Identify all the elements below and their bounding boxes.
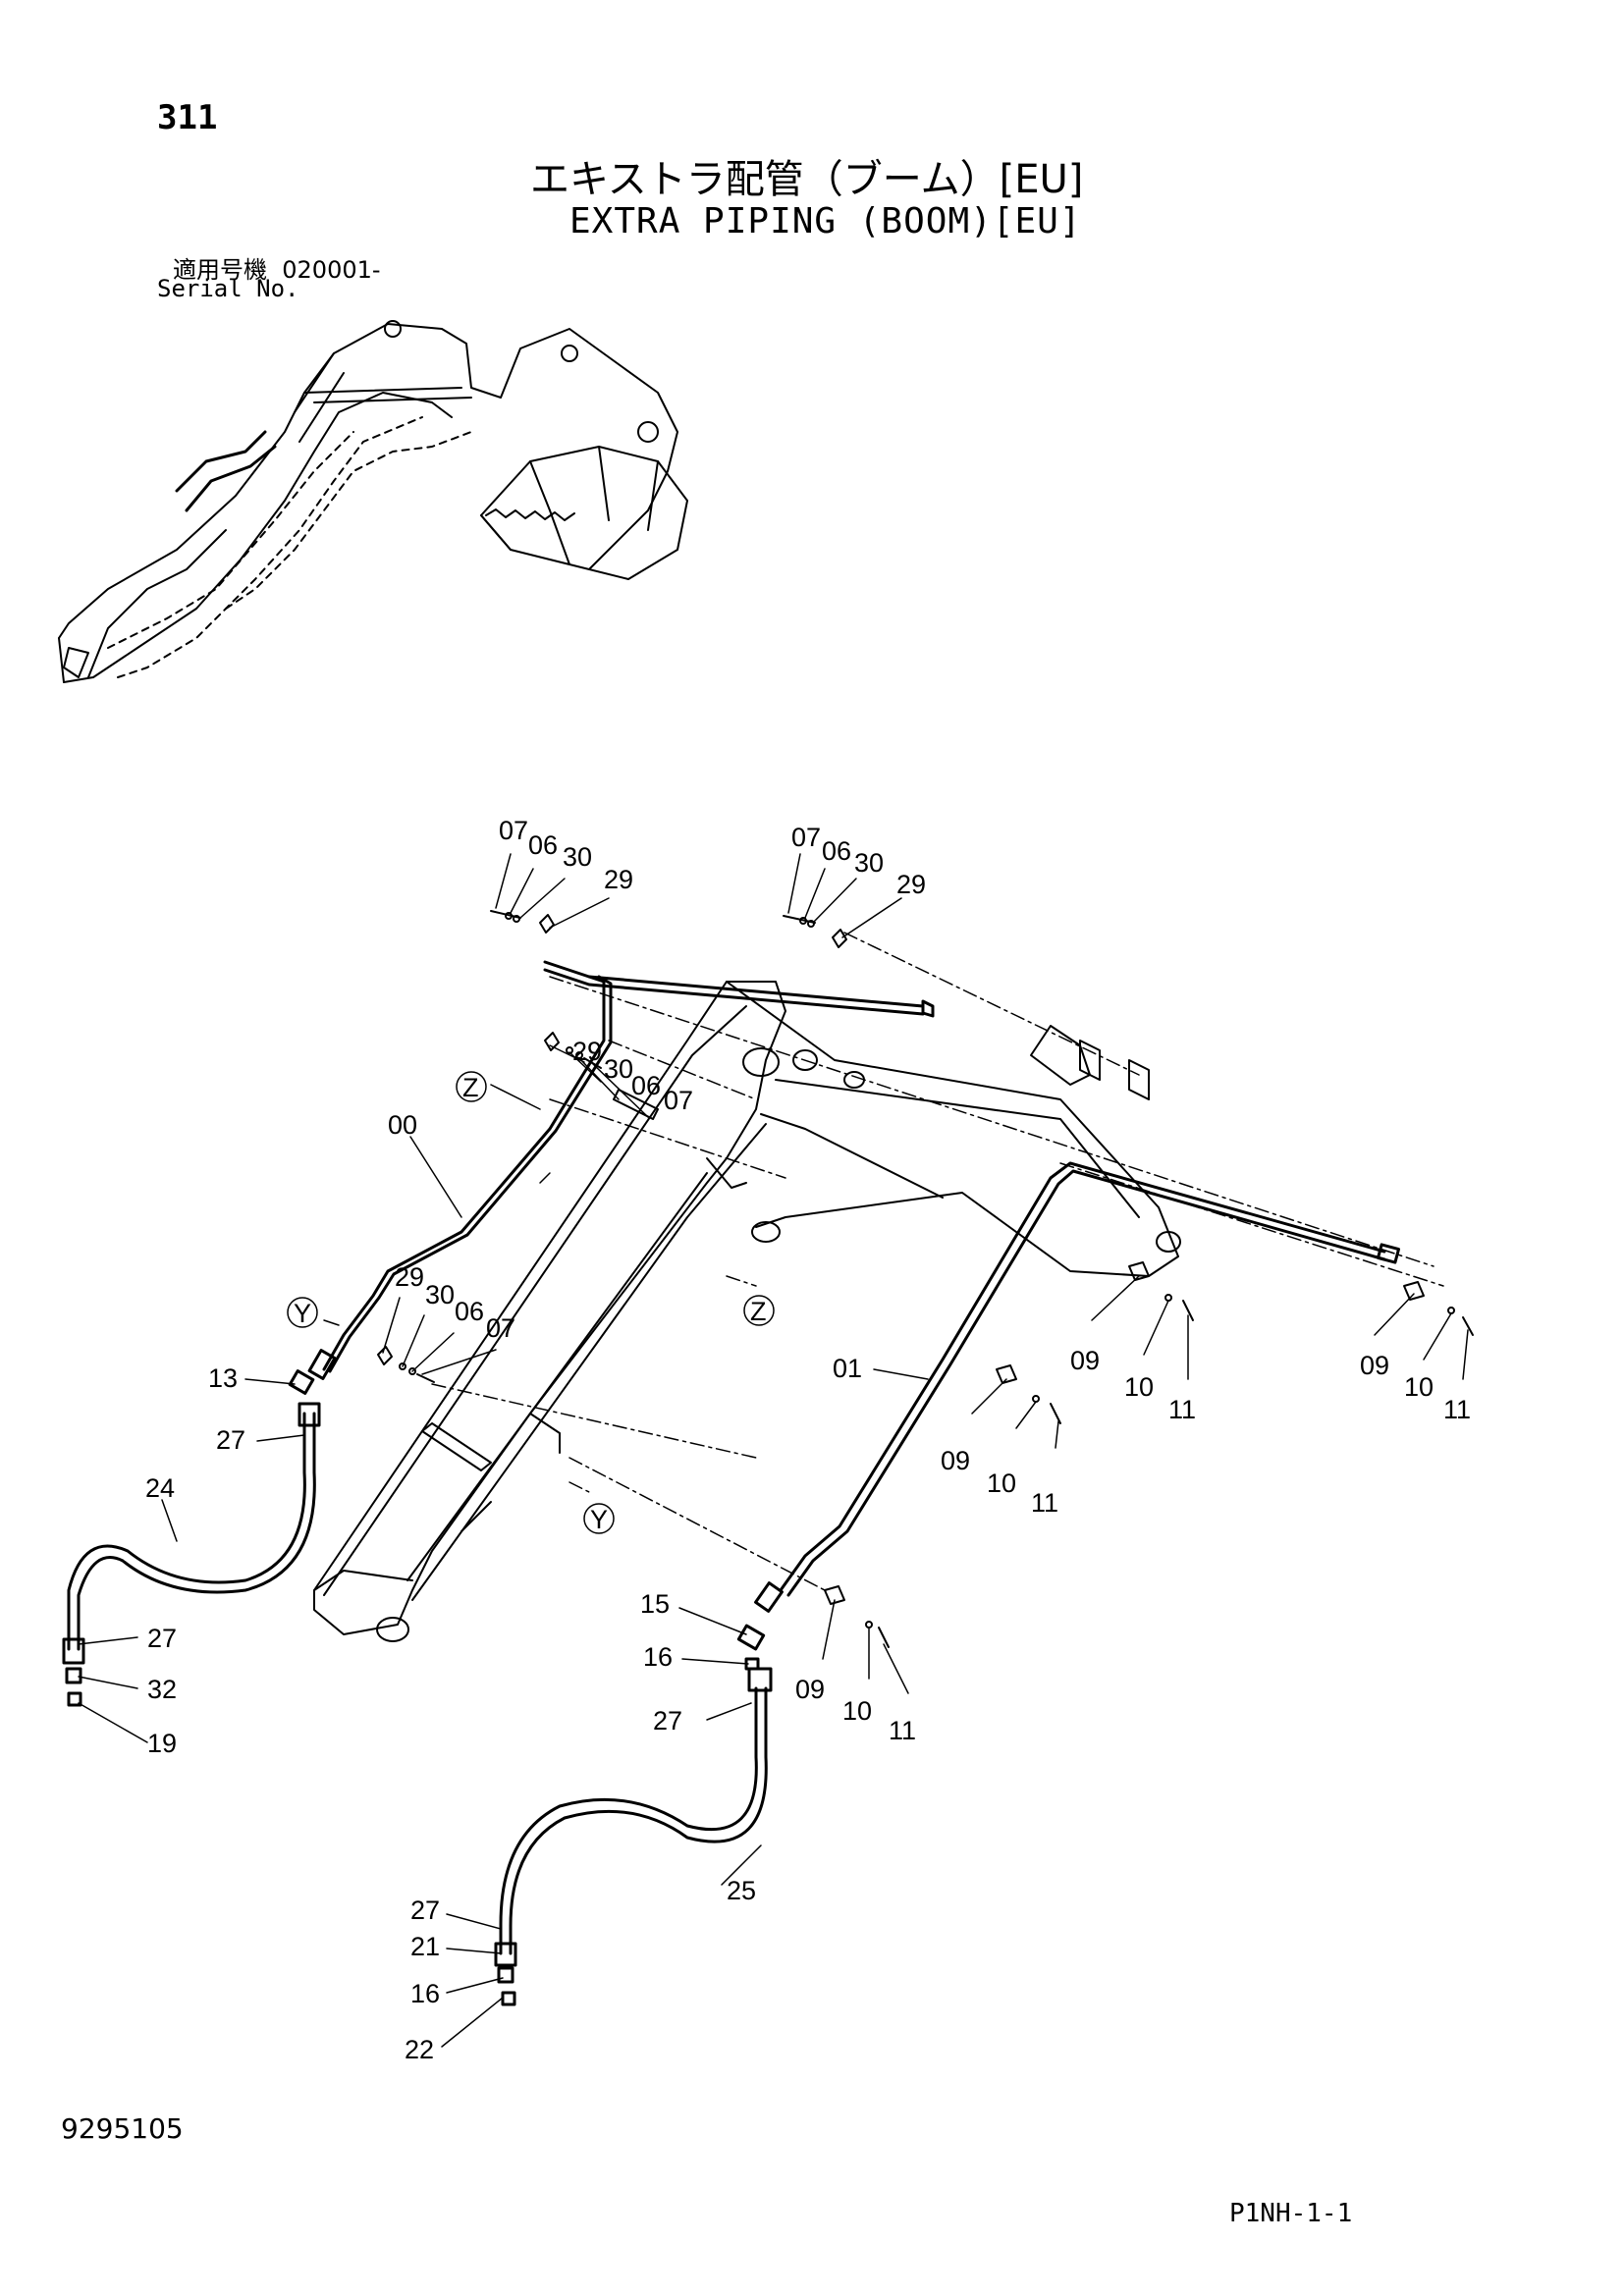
label-09-b: 09 bbox=[1360, 1351, 1389, 1380]
document-number: 9295105 bbox=[61, 2112, 184, 2145]
label-06-tr: 06 bbox=[822, 836, 851, 866]
label-06-tl: 06 bbox=[528, 830, 558, 860]
label-10-d: 10 bbox=[842, 1696, 872, 1726]
label-09-d: 09 bbox=[795, 1675, 825, 1704]
hoses bbox=[62, 1369, 773, 2006]
label-11-a: 11 bbox=[1168, 1395, 1196, 1424]
page-code: P1NH-1-1 bbox=[1229, 2199, 1353, 2228]
label-06-y: 06 bbox=[455, 1297, 484, 1326]
label-10-c: 10 bbox=[987, 1468, 1016, 1498]
label-21: 21 bbox=[410, 1932, 440, 1961]
serial-label-japanese: 適用号機 020001- bbox=[173, 250, 381, 285]
page-number: 311 bbox=[157, 98, 218, 137]
label-27-right-bottom: 27 bbox=[410, 1896, 440, 1925]
clamps bbox=[377, 910, 1474, 1648]
view-marker-z-bottom: Z bbox=[750, 1297, 767, 1326]
label-16-lower: 16 bbox=[410, 1979, 440, 2008]
view-marker-y-left: Y bbox=[294, 1299, 311, 1328]
label-24: 24 bbox=[145, 1473, 175, 1503]
label-30-z: 30 bbox=[604, 1054, 633, 1084]
label-29-y: 29 bbox=[395, 1262, 424, 1292]
label-09-c: 09 bbox=[941, 1446, 970, 1475]
label-01-pipe-right: 01 bbox=[833, 1354, 862, 1383]
label-27-left-bottom: 27 bbox=[147, 1624, 177, 1653]
label-29-tl: 29 bbox=[604, 865, 633, 894]
label-10-a: 10 bbox=[1124, 1372, 1154, 1402]
label-11-d: 11 bbox=[889, 1716, 916, 1745]
label-07-y: 07 bbox=[486, 1313, 515, 1343]
view-marker-y-right: Y bbox=[590, 1505, 608, 1534]
label-13: 13 bbox=[208, 1363, 238, 1393]
leader-lines bbox=[78, 853, 1469, 2048]
serial-label-english: Serial No. bbox=[157, 275, 299, 302]
label-22: 22 bbox=[405, 2035, 434, 2064]
label-29-tr: 29 bbox=[896, 870, 926, 899]
label-19: 19 bbox=[147, 1729, 177, 1758]
label-30-y: 30 bbox=[425, 1280, 455, 1309]
label-32: 32 bbox=[147, 1675, 177, 1704]
label-07-tl: 07 bbox=[499, 816, 528, 845]
label-07-z: 07 bbox=[664, 1086, 693, 1115]
page-title-english: EXTRA PIPING (BOOM)[EU] bbox=[569, 201, 1082, 241]
label-30-tl: 30 bbox=[563, 842, 592, 872]
view-marker-circles bbox=[287, 1071, 775, 1534]
label-09-a: 09 bbox=[1070, 1346, 1100, 1375]
label-25: 25 bbox=[727, 1876, 756, 1905]
label-00-pipe-left: 00 bbox=[388, 1110, 417, 1140]
label-27-left-top: 27 bbox=[216, 1425, 245, 1455]
serial-value: 020001- bbox=[282, 256, 381, 284]
label-06-z: 06 bbox=[631, 1071, 661, 1100]
label-10-b: 10 bbox=[1404, 1372, 1434, 1402]
page-title-japanese: エキストラ配管（ブーム）[EU] bbox=[530, 157, 1084, 202]
label-30-tr: 30 bbox=[854, 848, 884, 878]
label-11-c: 11 bbox=[1031, 1488, 1058, 1518]
pipes bbox=[307, 960, 1401, 1613]
label-29-z: 29 bbox=[572, 1037, 602, 1066]
label-27-right-top: 27 bbox=[653, 1706, 682, 1735]
label-11-b: 11 bbox=[1443, 1395, 1471, 1424]
reference-lines bbox=[431, 932, 1444, 1591]
boom bbox=[313, 981, 1181, 1642]
label-15: 15 bbox=[640, 1589, 670, 1619]
overview-thumbnail bbox=[58, 320, 688, 683]
label-16-upper: 16 bbox=[643, 1642, 673, 1672]
serial-label-ja-text: 適用号機 bbox=[173, 256, 267, 284]
label-07-tr: 07 bbox=[791, 823, 821, 852]
view-marker-z-top: Z bbox=[462, 1073, 479, 1102]
